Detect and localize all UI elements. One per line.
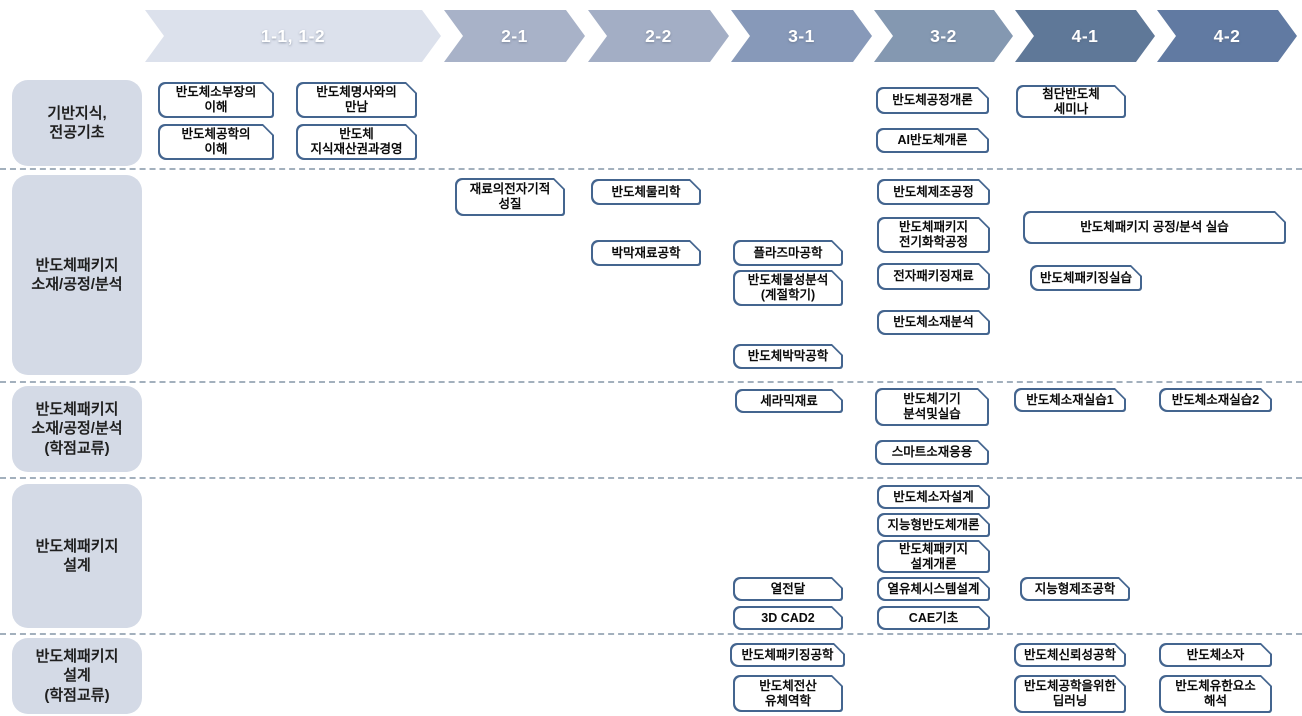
semester-arrow-1-1-1-2: 1-1, 1-2 — [145, 10, 441, 62]
course-label: 열전달 — [735, 579, 842, 600]
course-label: 반도체패키징실습 — [1032, 267, 1141, 290]
course-label: 반도체유한요소 해석 — [1161, 677, 1271, 712]
semester-arrow-3-2: 3-2 — [874, 10, 1013, 62]
course-box: 반도체물리학 — [591, 179, 701, 205]
course-box: 반도체소재분석 — [877, 310, 990, 335]
course-box: 열유체시스템설계 — [877, 577, 990, 601]
semester-label: 2-1 — [501, 25, 528, 46]
course-label: 반도체 지식재산권과경영 — [298, 126, 416, 159]
course-box: 반도체제조공정 — [877, 179, 990, 205]
course-label: 반도체소재분석 — [879, 312, 989, 334]
course-box: 반도체패키지 공정/분석 실습 — [1023, 211, 1286, 244]
semester-arrow-2-1: 2-1 — [444, 10, 585, 62]
course-box: 반도체소자 — [1159, 643, 1272, 667]
course-box: 세라믹재료 — [735, 389, 843, 413]
course-label: 반도체패키지 공정/분석 실습 — [1025, 213, 1285, 243]
course-label: 재료의전자기적 성질 — [457, 180, 564, 215]
course-label: 반도체공정개론 — [878, 89, 988, 113]
course-box: 반도체소재실습2 — [1159, 388, 1272, 412]
course-label: 반도체패키지 설계개론 — [879, 542, 989, 572]
semester-label: 1-1, 1-2 — [260, 25, 326, 46]
course-label: 3D CAD2 — [735, 608, 842, 629]
course-label: 반도체물성분석 (계절학기) — [735, 272, 842, 305]
course-label: 첨단반도체 세미나 — [1018, 87, 1125, 117]
course-label: 열유체시스템설계 — [879, 579, 989, 600]
semester-arrow-4-2: 4-2 — [1157, 10, 1297, 62]
course-box: 반도체전산 유체역학 — [733, 675, 843, 712]
course-box: 반도체패키징공학 — [730, 643, 845, 667]
course-label: CAE기초 — [879, 608, 989, 629]
semester-label: 4-2 — [1213, 25, 1241, 46]
course-label: 반도체패키징공학 — [732, 645, 844, 666]
row-separator — [0, 168, 1302, 170]
course-box: 전자패키징재료 — [877, 263, 990, 290]
course-label: 반도체공학의 이해 — [160, 126, 273, 159]
course-label: 스마트소재응용 — [877, 442, 988, 464]
semester-label: 3-2 — [930, 25, 957, 46]
course-label: 반도체제조공정 — [879, 181, 989, 204]
course-box: 반도체공정개론 — [876, 87, 989, 114]
course-box: 열전달 — [733, 577, 843, 601]
row-separator — [0, 477, 1302, 479]
course-box: 반도체박막공학 — [733, 344, 843, 369]
course-box: 플라즈마공학 — [733, 240, 843, 266]
course-box: 스마트소재응용 — [875, 440, 989, 465]
course-label: AI반도체개론 — [878, 130, 988, 152]
course-box: 반도체명사와의 만남 — [296, 82, 417, 118]
course-label: 반도체전산 유체역학 — [735, 677, 842, 711]
course-box: 반도체신뢰성공학 — [1014, 643, 1126, 667]
course-label: 반도체공학을위한 딥러닝 — [1016, 677, 1125, 712]
course-box: 지능형반도체개론 — [877, 513, 990, 537]
course-label: 플라즈마공학 — [735, 242, 842, 265]
course-box: 반도체유한요소 해석 — [1159, 675, 1272, 713]
course-label: 반도체기기 분석및실습 — [877, 390, 988, 425]
row-separator — [0, 381, 1302, 383]
category-label-design-exchange: 반도체패키지 설계 (학점교류) — [12, 638, 142, 714]
category-label-foundation: 기반지식, 전공기초 — [12, 80, 142, 166]
course-label: 지능형제조공학 — [1022, 579, 1129, 600]
row-separator — [0, 633, 1302, 635]
course-box: 반도체패키지 설계개론 — [877, 540, 990, 573]
course-box: 반도체 지식재산권과경영 — [296, 124, 417, 160]
course-label: 반도체소자설계 — [879, 487, 989, 508]
semester-label: 4-1 — [1071, 25, 1099, 46]
course-label: 반도체패키지 전기화학공정 — [879, 219, 989, 252]
course-label: 반도체소재실습2 — [1161, 390, 1271, 411]
semester-arrow-3-1: 3-1 — [731, 10, 872, 62]
course-box: 반도체패키징실습 — [1030, 265, 1142, 291]
course-box: AI반도체개론 — [876, 128, 989, 153]
course-box: 반도체기기 분석및실습 — [875, 388, 989, 426]
course-label: 반도체박막공학 — [735, 346, 842, 368]
course-label: 반도체소재실습1 — [1016, 390, 1125, 411]
course-label: 반도체물리학 — [593, 181, 700, 204]
course-box: 지능형제조공학 — [1020, 577, 1130, 601]
course-label: 반도체소부장의 이해 — [160, 84, 273, 117]
course-label: 반도체신뢰성공학 — [1016, 645, 1125, 666]
course-box: 반도체소재실습1 — [1014, 388, 1126, 412]
category-label-design: 반도체패키지 설계 — [12, 484, 142, 628]
semester-arrow-2-2: 2-2 — [588, 10, 729, 62]
course-box: 반도체물성분석 (계절학기) — [733, 270, 843, 306]
course-box: 재료의전자기적 성질 — [455, 178, 565, 216]
semester-arrow-4-1: 4-1 — [1015, 10, 1155, 62]
course-box: 박막재료공학 — [591, 240, 701, 266]
course-label: 전자패키징재료 — [879, 265, 989, 289]
semester-label: 2-2 — [645, 25, 672, 46]
course-label: 반도체명사와의 만남 — [298, 84, 416, 117]
category-label-materials-process-analysis: 반도체패키지 소재/공정/분석 — [12, 175, 142, 375]
course-box: 반도체소자설계 — [877, 485, 990, 509]
course-label: 반도체소자 — [1161, 645, 1271, 666]
course-label: 세라믹재료 — [737, 391, 842, 412]
course-box: CAE기초 — [877, 606, 990, 630]
course-label: 지능형반도체개론 — [879, 515, 989, 536]
course-box: 반도체공학의 이해 — [158, 124, 274, 160]
semester-label: 3-1 — [788, 25, 815, 46]
category-label-materials-process-analysis-exchange: 반도체패키지 소재/공정/분석 (학점교류) — [12, 386, 142, 472]
course-label: 박막재료공학 — [593, 242, 700, 265]
course-box: 반도체공학을위한 딥러닝 — [1014, 675, 1126, 713]
course-box: 반도체소부장의 이해 — [158, 82, 274, 118]
course-box: 첨단반도체 세미나 — [1016, 85, 1126, 118]
course-box: 반도체패키지 전기화학공정 — [877, 217, 990, 253]
course-box: 3D CAD2 — [733, 606, 843, 630]
